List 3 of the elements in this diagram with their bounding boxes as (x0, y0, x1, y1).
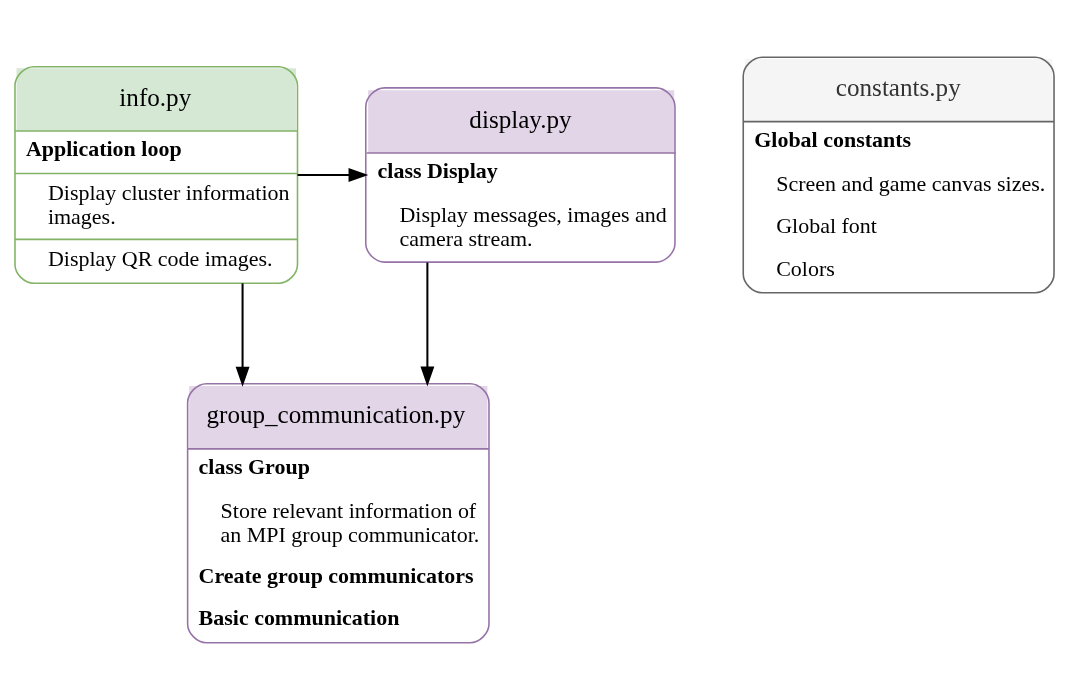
arrow (420, 262, 435, 387)
arrow (235, 283, 250, 387)
arrow (297, 168, 369, 182)
